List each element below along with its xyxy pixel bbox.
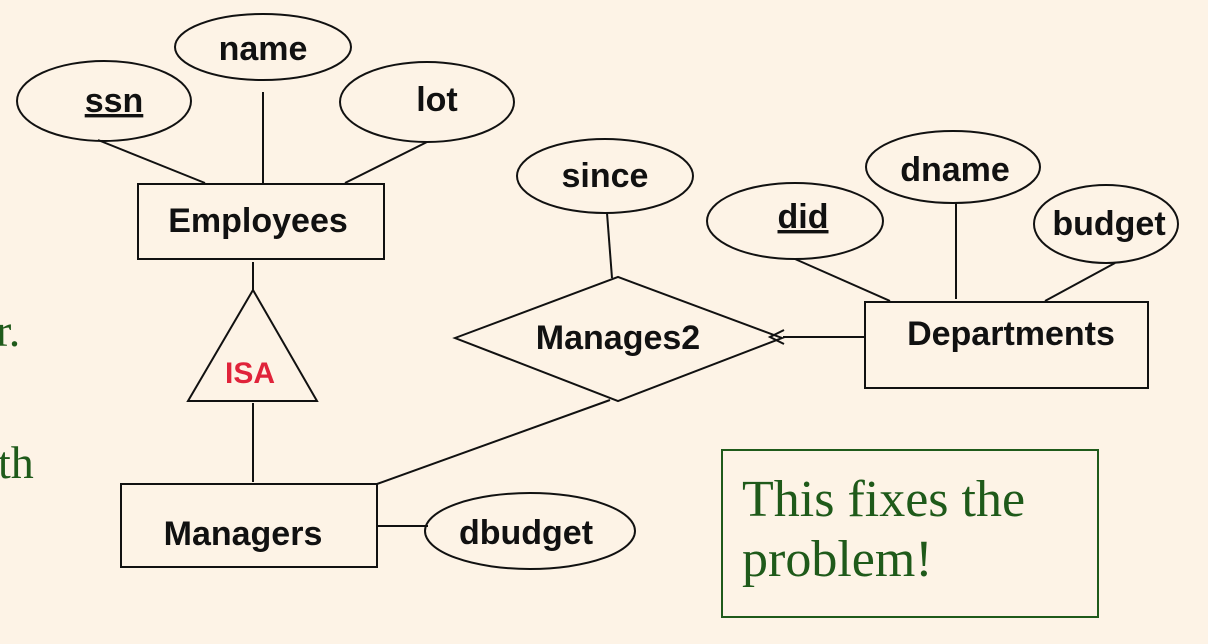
attribute-dbudget-label: dbudget <box>459 514 593 552</box>
attribute-lot <box>339 61 515 143</box>
entity-managers <box>120 483 378 568</box>
edge-budget-departments <box>1044 262 1116 302</box>
relationship-manages2 <box>452 275 785 403</box>
attribute-dname-label: dname <box>900 151 1010 189</box>
note-box: This fixes the problem! <box>721 449 1099 618</box>
entity-employees <box>137 183 385 260</box>
attribute-name <box>174 13 352 81</box>
edge-manages2-managers <box>376 399 611 485</box>
edge-lot-employees <box>344 141 428 184</box>
edge-did-departments <box>794 258 891 302</box>
attribute-budget <box>1033 184 1179 264</box>
attribute-ssn-label: ssn <box>85 82 144 120</box>
entity-departments-label: Departments <box>907 315 1115 353</box>
key-constraint-arrowhead <box>767 329 785 345</box>
attribute-since-label: since <box>562 157 649 195</box>
attribute-did <box>706 182 884 260</box>
attribute-budget-label: budget <box>1052 205 1165 243</box>
attribute-dbudget <box>424 492 636 570</box>
attribute-lot-label: lot <box>416 81 458 119</box>
isa-triangle <box>186 288 319 402</box>
relationship-manages2-label: Manages2 <box>536 319 700 357</box>
edge-ssn-employees <box>97 139 206 184</box>
entity-employees-label: Employees <box>168 202 348 240</box>
attribute-did-label: did <box>778 198 829 236</box>
cropped-text-fragment-lower: th <box>0 437 34 488</box>
note-text: This fixes the problem! <box>742 471 1026 588</box>
attribute-since <box>516 138 694 214</box>
isa-label: ISA <box>225 357 275 390</box>
cropped-text-fragment-upper: r. <box>0 305 21 356</box>
edge-since-manages2 <box>606 212 613 279</box>
attribute-ssn <box>16 60 192 142</box>
entity-departments <box>864 301 1149 389</box>
entity-managers-label: Managers <box>164 515 323 553</box>
attribute-name-label: name <box>219 30 308 68</box>
attribute-dname <box>865 130 1041 204</box>
